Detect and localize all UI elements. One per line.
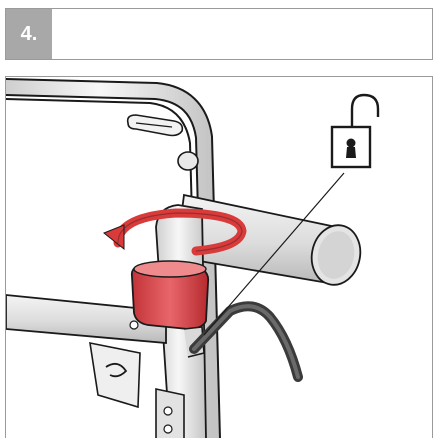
- rotation-arrow-icon: [103, 208, 247, 256]
- frame-knob: [177, 151, 199, 171]
- assembly-illustration: [5, 76, 433, 438]
- unlocked-padlock-icon: [330, 93, 380, 169]
- top-slot-handle: [126, 114, 184, 137]
- step-header: 4.: [5, 8, 433, 60]
- illustration-canvas: [6, 78, 380, 438]
- side-bracket: [89, 341, 141, 409]
- lower-fitting: [155, 388, 185, 438]
- callout-leader-line: [203, 172, 345, 336]
- lower-crossbar: [6, 294, 167, 344]
- red-lock-knob: [130, 260, 210, 330]
- step-number-badge: 4.: [6, 9, 52, 59]
- backrest-frame: [6, 78, 221, 438]
